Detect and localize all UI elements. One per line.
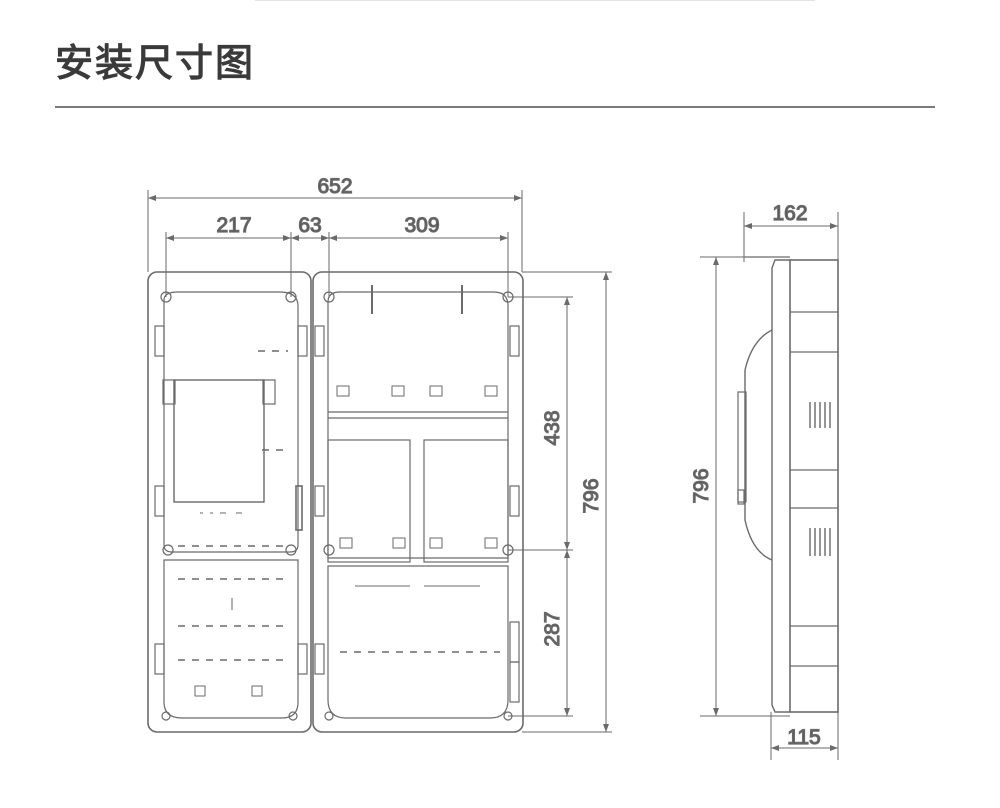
side-view — [737, 256, 839, 713]
dim-label-63: 63 — [298, 214, 321, 237]
dim-label-796: 796 — [580, 478, 603, 513]
arrowheads — [148, 195, 838, 751]
dim-label-309: 309 — [404, 214, 439, 237]
right-inner-lower — [327, 565, 509, 719]
small-markers — [200, 512, 480, 610]
terminal-blocks — [194, 385, 498, 697]
right-inner-upper — [327, 291, 509, 559]
knockout-lines — [178, 350, 500, 661]
side-dimensions — [700, 212, 839, 760]
left-door-outline — [147, 271, 312, 733]
page-title: 安装尺寸图 — [55, 41, 256, 85]
top-faint-line — [255, 0, 815, 1]
door-profile — [771, 259, 790, 713]
meter-bulge — [744, 329, 773, 561]
front-dimensions — [147, 190, 612, 733]
left-inner-upper — [163, 291, 299, 553]
dim-label-115: 115 — [787, 726, 820, 749]
front-view — [147, 271, 524, 733]
dim-label-652: 652 — [317, 175, 352, 198]
vent-slots — [809, 402, 831, 556]
window-tab — [162, 379, 176, 405]
side-body — [789, 259, 839, 713]
side-tabs — [154, 325, 520, 703]
dim-label-side-796: 796 — [690, 468, 713, 503]
dim-label-217: 217 — [216, 214, 251, 237]
side-latch-knob — [737, 489, 745, 505]
side-latch — [737, 391, 747, 503]
dim-label-287: 287 — [541, 611, 564, 646]
right-door-outline — [312, 271, 524, 733]
title-divider — [55, 106, 935, 108]
breaker-compartment — [423, 439, 509, 563]
meter-window — [173, 379, 265, 503]
left-inner-lower — [163, 559, 299, 719]
dim-label-162: 162 — [772, 202, 807, 225]
window-tab — [262, 379, 276, 405]
breaker-compartment — [327, 439, 411, 563]
dim-label-438: 438 — [541, 410, 564, 445]
side-sections — [790, 311, 838, 667]
screw-holes — [160, 291, 514, 721]
